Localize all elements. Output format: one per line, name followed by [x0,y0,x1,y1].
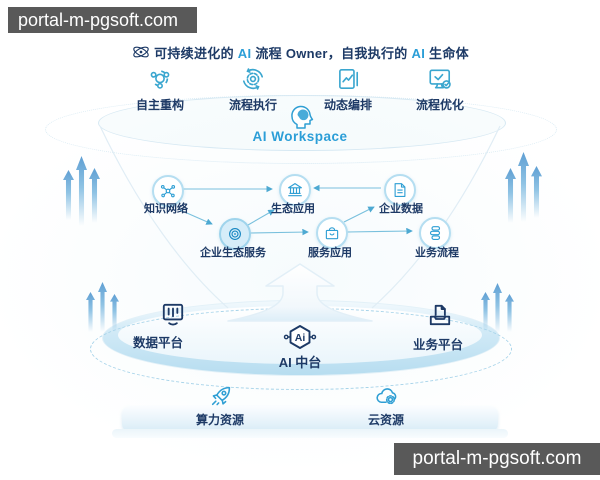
feature-label: 流程优化 [415,98,464,112]
resource-label: 算力资源 [195,413,244,427]
node-label: 企业数据 [379,203,423,215]
chart-doc-icon [335,66,361,92]
resource-slab [122,406,498,432]
growth-arrow [505,294,514,332]
resource-label: 云资源 [367,413,404,427]
growth-arrow [493,283,502,333]
node-label: 知识网络 [144,203,188,215]
feature-process-optimization: 流程优化 [398,66,482,113]
monitor-bars-icon [160,301,186,327]
feature-label: 动态编排 [323,98,372,112]
package-icon [323,224,341,242]
feature-self-rebuild: 自主重构 [118,66,202,113]
growth-arrow [76,156,87,226]
business-platform-label: 业务平台 [412,338,463,352]
growth-arrow [110,294,119,332]
node-label: 服务应用 [308,247,352,259]
ai-hexagon-icon: Ai [283,322,317,352]
atom-icon [131,42,151,62]
node-eco-application [279,174,311,206]
resource-cloud: 云资源 [354,384,418,428]
target-icon [226,225,244,243]
page-title: 可持续进化的 AI 流程 Owner，自我执行的 AI 生命体 [154,45,469,61]
node-label: 业务流程 [415,247,459,259]
ai-head-icon [285,101,315,131]
ai-platform-label: AI 中台 [278,355,322,370]
node-service-application [316,217,348,249]
growth-arrow [481,292,490,332]
growth-arrow [86,292,95,332]
growth-arrow [505,168,516,223]
monitor-check-icon [427,66,453,92]
growth-arrow [63,170,74,220]
watermark-bottom: portal-m-pgsoft.com [394,443,600,475]
feature-process-execution: 流程执行 [211,66,295,113]
diagram-title-row: 可持续进化的 AI 流程 Owner，自我执行的 AI 生命体 [0,42,600,62]
node-label: 企业生态服务 [200,247,266,259]
bank-icon [286,181,304,199]
feature-dynamic-orchestration: 动态编排 [306,66,390,113]
rocket-icon [208,384,233,409]
inbox-doc-icon [427,302,453,328]
svg-text:Ai: Ai [295,332,306,344]
feature-label: 流程执行 [228,98,277,112]
document-icon [391,181,409,199]
node-label: 生态应用 [271,203,315,215]
rebuild-icon [147,66,173,92]
growth-arrow [98,282,107,332]
watermark-top: portal-m-pgsoft.com [8,7,197,33]
molecule-icon [159,182,177,200]
ai-workspace-label: AI Workspace [252,129,348,144]
growth-arrow [518,152,529,222]
growth-arrow [531,166,542,218]
data-platform-label: 数据平台 [132,336,183,350]
growth-arrow [89,168,100,223]
cloud-gear-icon [374,384,399,409]
flow-blocks-icon [426,224,444,242]
resource-slab-base [112,429,508,438]
upward-funnel-arrow [220,260,380,326]
gear-cycle-icon [240,66,266,92]
resource-compute: 算力资源 [188,384,252,428]
feature-label: 自主重构 [135,98,184,112]
